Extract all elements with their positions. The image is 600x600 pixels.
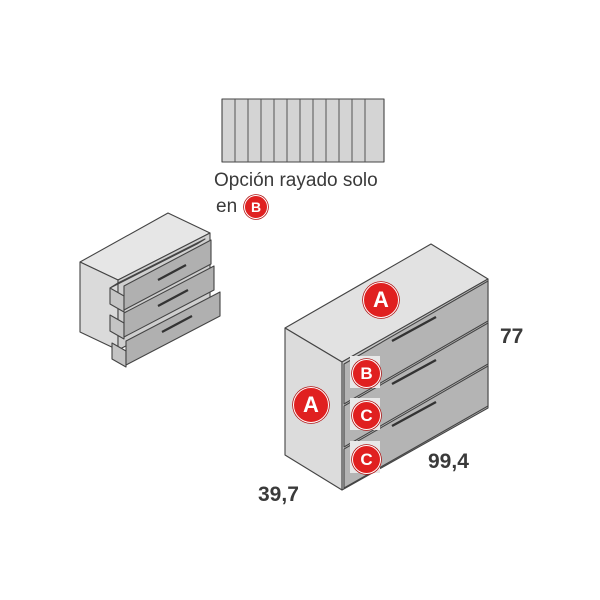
striped-option-caption-line2: en xyxy=(216,196,238,217)
caption-badge-b: B xyxy=(244,195,268,219)
small-dresser-open xyxy=(79,212,221,368)
dimension-height: 77 xyxy=(500,325,524,348)
dimension-depth: 39,7 xyxy=(258,483,299,506)
striped-option-caption: Opción rayado solo xyxy=(214,170,378,191)
zone-badge-drawer3: C xyxy=(352,445,381,474)
zone-badge-side: A xyxy=(293,387,329,423)
striped-swatch xyxy=(221,98,385,163)
zone-badge-drawer2: C xyxy=(352,401,381,430)
zone-badge-drawer1: B xyxy=(352,359,381,388)
dimension-width: 99,4 xyxy=(428,450,469,473)
zone-badge-top: A xyxy=(363,282,399,318)
